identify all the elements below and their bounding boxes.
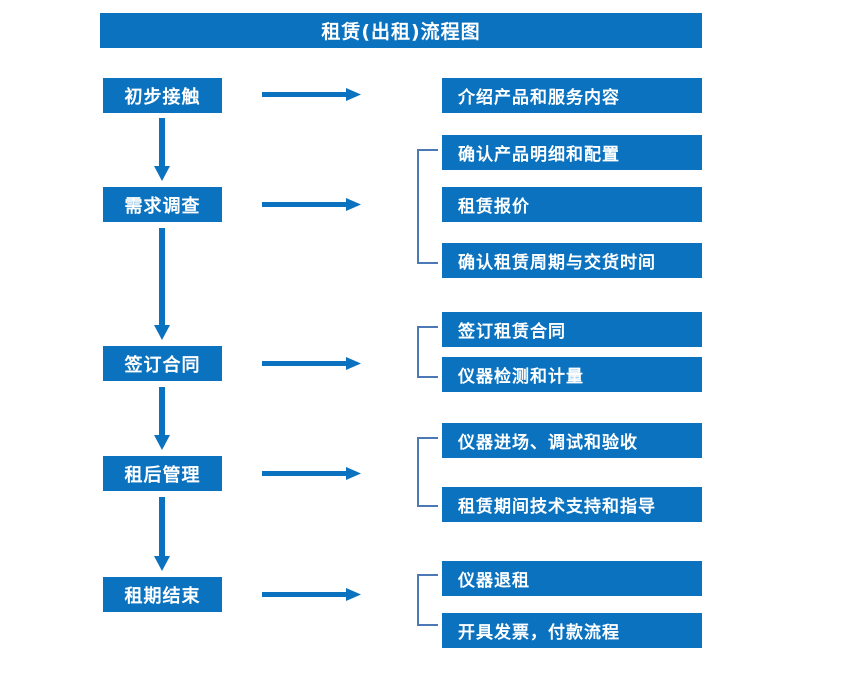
detail-box-4-2[interactable]: 租赁期间技术支持和指导 bbox=[442, 487, 702, 522]
detail-box-1-1[interactable]: 介绍产品和服务内容 bbox=[442, 78, 702, 113]
vertical-arrow-2-3 bbox=[150, 228, 174, 341]
detail-box-3-2[interactable]: 仪器检测和计量 bbox=[442, 357, 702, 392]
detail-box-2-3[interactable]: 确认租赁周期与交货时间 bbox=[442, 243, 702, 278]
horizontal-arrow-5 bbox=[262, 585, 362, 605]
horizontal-arrow-2 bbox=[262, 195, 362, 215]
vertical-arrow-1-2 bbox=[150, 118, 174, 182]
page-title: 租赁(出租)流程图 bbox=[100, 13, 702, 48]
horizontal-arrow-3 bbox=[262, 354, 362, 374]
detail-box-4-1[interactable]: 仪器进场、调试和验收 bbox=[442, 423, 702, 458]
stage-box-3[interactable]: 签订合同 bbox=[103, 346, 222, 381]
stage-box-1[interactable]: 初步接触 bbox=[103, 78, 222, 113]
vertical-arrow-4-5 bbox=[150, 497, 174, 572]
vertical-arrow-3-4 bbox=[150, 387, 174, 451]
stage-box-5[interactable]: 租期结束 bbox=[103, 577, 222, 612]
horizontal-arrow-4 bbox=[262, 464, 362, 484]
stage-box-2[interactable]: 需求调查 bbox=[103, 187, 222, 222]
bracket-group-3 bbox=[416, 326, 440, 378]
bracket-group-5 bbox=[416, 574, 440, 626]
bracket-group-4 bbox=[416, 437, 440, 507]
detail-box-2-1[interactable]: 确认产品明细和配置 bbox=[442, 135, 702, 170]
horizontal-arrow-1 bbox=[262, 85, 362, 105]
stage-box-4[interactable]: 租后管理 bbox=[103, 456, 222, 491]
detail-box-2-2[interactable]: 租赁报价 bbox=[442, 187, 702, 222]
detail-box-5-2[interactable]: 开具发票，付款流程 bbox=[442, 613, 702, 648]
detail-box-3-1[interactable]: 签订租赁合同 bbox=[442, 312, 702, 347]
detail-box-5-1[interactable]: 仪器退租 bbox=[442, 561, 702, 596]
bracket-group-2 bbox=[416, 149, 440, 264]
